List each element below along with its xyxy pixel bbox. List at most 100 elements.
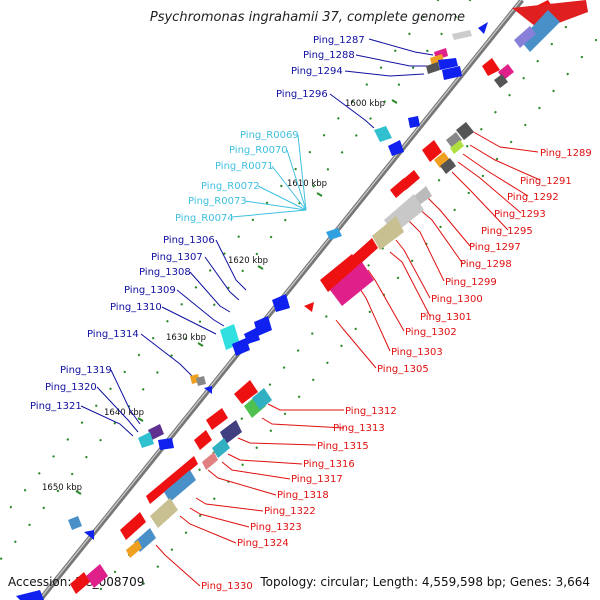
gene-label[interactable]: Ping_1291	[520, 176, 572, 187]
gene-label[interactable]: Ping_1305	[377, 364, 429, 375]
gene-box	[520, 10, 560, 52]
rna-label[interactable]: Ping_R0072	[201, 181, 260, 192]
gene-label[interactable]: Ping_1323	[250, 522, 302, 533]
gene-label[interactable]: Ping_1315	[317, 441, 369, 452]
tick-label: 1640 kbp	[104, 408, 144, 418]
tick-labels: 1600 kbp 1610 kbp 1620 kbp 1630 kbp 1640…	[42, 99, 385, 493]
gene-label[interactable]: Ping_1294	[291, 66, 343, 77]
gene-label[interactable]: Ping_1299	[445, 277, 497, 288]
gene-arrow	[478, 22, 488, 34]
tick-label: 1620 kbp	[228, 256, 268, 266]
gene-label[interactable]: Ping_1306	[163, 235, 215, 246]
gene-arrow	[158, 438, 174, 450]
reverse-genes	[16, 22, 488, 600]
gene-box	[252, 388, 272, 410]
gene-label[interactable]: Ping_1302	[405, 327, 457, 338]
tick-label: 1650 kbp	[42, 483, 82, 493]
genome-summary: Topology: circular; Length: 4,559,598 bp…	[259, 575, 590, 589]
gene-box	[440, 158, 456, 174]
gene-arrow	[482, 58, 500, 76]
gene-arrow	[400, 170, 420, 190]
gene-box	[434, 152, 450, 168]
gene-label[interactable]: Ping_1293	[494, 209, 546, 220]
gene-box	[426, 62, 440, 74]
gene-label[interactable]: Ping_1321	[30, 401, 82, 412]
gene-label[interactable]: Ping_1287	[313, 35, 365, 46]
gene-label[interactable]: Ping_1309	[124, 285, 176, 296]
rna-gene-labels: Ping_R0069 Ping_R0070 Ping_R0071 Ping_R0…	[175, 130, 299, 224]
gene-box	[196, 376, 206, 386]
gene-label[interactable]: Ping_1303	[391, 347, 443, 358]
gene-label[interactable]: Ping_1289	[540, 148, 592, 159]
gene-label[interactable]: Ping_1297	[469, 242, 521, 253]
right-gene-labels: Ping_1289 Ping_1291 Ping_1292 Ping_1293 …	[201, 148, 592, 592]
gene-label[interactable]: Ping_1320	[45, 382, 97, 393]
gene-box	[446, 132, 462, 148]
gene-arrow	[120, 512, 146, 540]
gene-label[interactable]: Ping_1314	[87, 329, 139, 340]
gene-arrow	[442, 66, 462, 80]
gene-label[interactable]: Ping_1318	[277, 490, 329, 501]
gene-box	[456, 122, 474, 140]
gene-label[interactable]: Ping_1296	[276, 89, 328, 100]
gene-label[interactable]: Ping_1295	[481, 226, 533, 237]
gene-box	[494, 74, 508, 88]
gene-label[interactable]: Ping_1324	[237, 538, 289, 549]
gene-box	[138, 432, 154, 448]
gene-box	[68, 516, 82, 530]
gene-arrow	[146, 456, 198, 504]
gene-arrow	[352, 238, 378, 266]
map-title: Psychromonas ingrahamii 37, complete gen…	[150, 10, 465, 25]
gene-label[interactable]: Ping_1313	[333, 423, 385, 434]
tick-marks	[75, 99, 398, 495]
gene-box	[450, 140, 464, 154]
gene-arrow	[194, 430, 212, 450]
gene-label[interactable]: Ping_1330	[201, 581, 253, 592]
gene-arrow	[16, 590, 44, 600]
gene-arrow	[304, 302, 314, 312]
gene-arrow	[254, 316, 272, 336]
gene-arrow	[206, 408, 228, 430]
tick-label: 1610 kbp	[287, 179, 327, 189]
gene-label[interactable]: Ping_1319	[60, 365, 112, 376]
gene-box	[452, 30, 472, 40]
gene-arrow	[422, 140, 442, 162]
gene-arrow	[244, 328, 260, 344]
rna-label[interactable]: Ping_R0070	[229, 145, 288, 156]
tick-label: 1630 kbp	[166, 333, 206, 343]
gene-box	[164, 470, 196, 502]
gene-label[interactable]: Ping_1317	[291, 474, 343, 485]
leader-lines	[80, 38, 541, 587]
tick-label: 1600 kbp	[345, 99, 385, 109]
rna-label[interactable]: Ping_R0071	[215, 161, 274, 172]
gene-box	[202, 452, 218, 470]
forward-genes	[70, 0, 588, 594]
gene-box	[514, 26, 536, 48]
rna-label[interactable]: Ping_R0074	[175, 213, 234, 224]
gene-label[interactable]: Ping_1292	[507, 192, 559, 203]
gene-label[interactable]: Ping_1316	[303, 459, 355, 470]
gene-box	[374, 126, 392, 142]
left-gene-labels: Ping_1287 Ping_1288 Ping_1294 Ping_1296 …	[30, 35, 365, 412]
gene-label[interactable]: Ping_1312	[345, 406, 397, 417]
gene-label[interactable]: Ping_1310	[110, 302, 162, 313]
gene-box	[148, 424, 164, 440]
gene-label[interactable]: Ping_1307	[151, 252, 203, 263]
gene-label[interactable]: Ping_1308	[139, 267, 191, 278]
rna-label[interactable]: Ping_R0069	[240, 130, 299, 141]
gene-label[interactable]: Ping_1288	[303, 50, 355, 61]
gene-label[interactable]: Ping_1298	[460, 259, 512, 270]
gene-arrow	[326, 228, 342, 240]
gene-label[interactable]: Ping_1322	[264, 506, 316, 517]
gene-arrow	[234, 380, 258, 404]
gene-label[interactable]: Ping_1301	[420, 312, 472, 323]
gene-arrow	[320, 254, 360, 292]
gene-label[interactable]: Ping_1300	[431, 294, 483, 305]
gene-arrow	[204, 386, 212, 394]
gene-arrow	[272, 294, 290, 312]
gene-arrow	[84, 530, 94, 540]
rna-label[interactable]: Ping_R0073	[188, 196, 247, 207]
gene-box	[86, 564, 108, 588]
gene-box	[330, 262, 374, 306]
